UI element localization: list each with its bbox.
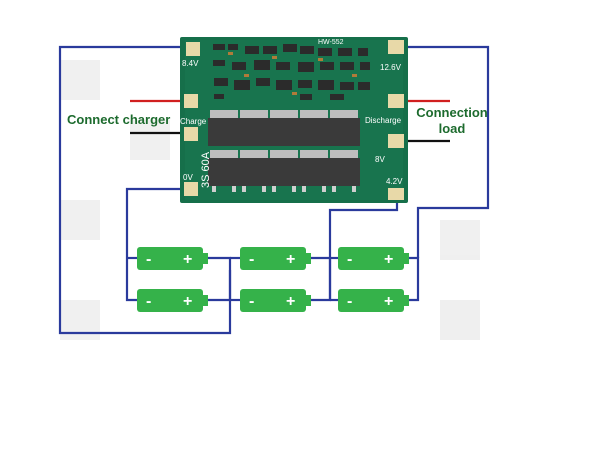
bms-board: HW-552 8.4V Charge 0V 12.6V Discharge 4.… bbox=[180, 37, 408, 203]
pad-charge-plus bbox=[184, 94, 198, 108]
board-rating: 3S 60A bbox=[200, 151, 212, 188]
watermark-pattern bbox=[60, 60, 480, 340]
battery-cell: - + bbox=[137, 289, 208, 312]
pad-4v2 bbox=[388, 188, 404, 200]
pad-label-12v6: 12.6V bbox=[380, 63, 402, 72]
connect-charger-label: Connect charger bbox=[67, 112, 171, 127]
connection-load-label: Connection load bbox=[414, 105, 490, 137]
mosfet-row-top bbox=[208, 110, 360, 146]
smd-components bbox=[213, 44, 370, 100]
battery-cell: - + bbox=[137, 247, 208, 270]
battery-plus: + bbox=[183, 293, 192, 310]
battery-cell: - + bbox=[240, 247, 311, 270]
mosfet-row-bottom bbox=[208, 150, 360, 186]
bus-right-a bbox=[310, 256, 332, 302]
pad-label-discharge: Discharge bbox=[365, 116, 402, 125]
pad-12v6 bbox=[388, 40, 404, 54]
battery-plus: + bbox=[286, 251, 295, 268]
battery-minus: - bbox=[146, 293, 151, 310]
battery-pack: - + - + - + - + - + - + bbox=[137, 247, 409, 312]
pad-0v bbox=[184, 182, 198, 196]
wire-12v6-to-pack bbox=[397, 45, 490, 258]
wire-8v4-to-pack bbox=[58, 45, 232, 335]
pad-label-0v: 0V bbox=[183, 173, 193, 182]
battery-minus: - bbox=[249, 293, 254, 310]
pad-label-charge: Charge bbox=[180, 117, 207, 126]
pad-8v4 bbox=[186, 42, 200, 56]
battery-cell: - + bbox=[338, 247, 409, 270]
bus-end bbox=[409, 256, 420, 302]
battery-plus: + bbox=[286, 293, 295, 310]
pad-discharge-plus bbox=[388, 94, 404, 108]
pad-discharge-minus bbox=[388, 134, 404, 148]
pad-charge-minus bbox=[184, 127, 198, 141]
battery-cell: - + bbox=[240, 289, 311, 312]
battery-minus: - bbox=[249, 251, 254, 268]
connection-load-line1: Connection bbox=[416, 105, 488, 120]
battery-minus: - bbox=[146, 251, 151, 268]
battery-minus: - bbox=[347, 251, 352, 268]
pad-label-8v4: 8.4V bbox=[182, 59, 199, 68]
battery-plus: + bbox=[183, 251, 192, 268]
battery-minus: - bbox=[347, 293, 352, 310]
battery-plus: + bbox=[384, 251, 393, 268]
pad-label-4v2: 4.2V bbox=[386, 177, 403, 186]
board-model: HW-552 bbox=[318, 39, 344, 46]
bus-mid-a bbox=[208, 256, 232, 302]
battery-cell: - + bbox=[338, 289, 409, 312]
pad-label-8v: 8V bbox=[375, 155, 385, 164]
wire-0v-to-pack bbox=[125, 187, 186, 302]
connection-load-line2: load bbox=[438, 121, 466, 136]
battery-plus: + bbox=[384, 293, 393, 310]
